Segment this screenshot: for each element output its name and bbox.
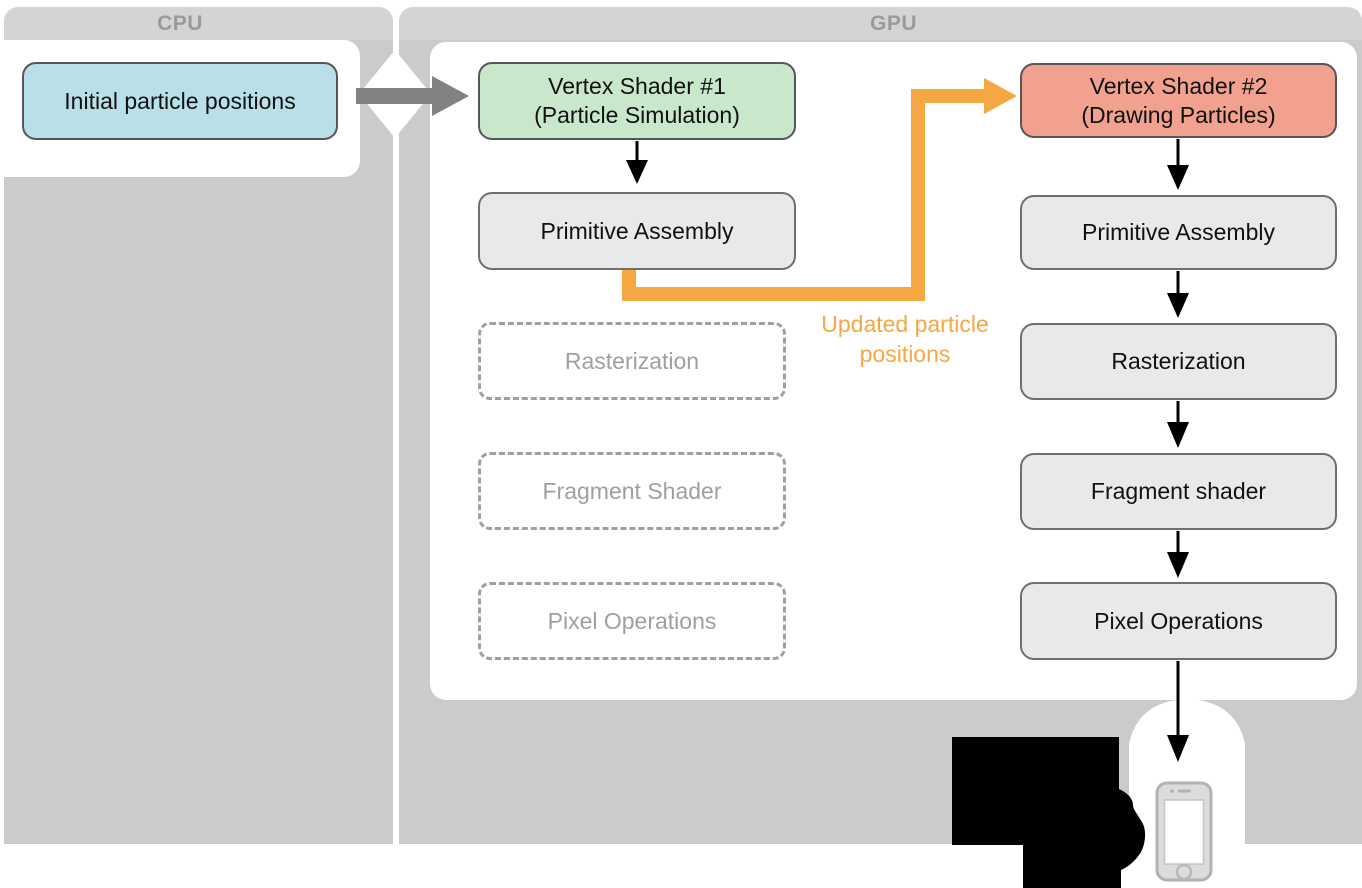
vertex-shader-1-box: Vertex Shader #1 (Particle Simulation) bbox=[478, 62, 796, 140]
rasterization-2-box: Rasterization bbox=[1020, 323, 1337, 400]
fragment-shader-2-box: Fragment shader bbox=[1020, 453, 1337, 530]
initial-particle-positions-label: Initial particle positions bbox=[64, 87, 296, 114]
rasterization-2-label: Rasterization bbox=[1111, 348, 1246, 374]
pixel-operations-1-label: Pixel Operations bbox=[547, 607, 717, 634]
primitive-assembly-2-label: Primitive Assembly bbox=[1082, 219, 1275, 245]
initial-particle-positions-box: Initial particle positions bbox=[22, 62, 338, 140]
primitive-assembly-1-box: Primitive Assembly bbox=[478, 192, 796, 270]
cpu-region-header bbox=[4, 7, 393, 40]
primitive-assembly-1-label: Primitive Assembly bbox=[540, 217, 734, 244]
fragment-shader-1-label: Fragment Shader bbox=[542, 477, 722, 504]
vertex-shader-2-title: Vertex Shader #2 bbox=[1089, 72, 1268, 99]
pixel-operations-2-box: Pixel Operations bbox=[1020, 582, 1337, 660]
gpu-region-header bbox=[399, 7, 1362, 40]
vertex-shader-1-subtitle: (Particle Simulation) bbox=[534, 102, 740, 128]
rasterization-1-label: Rasterization bbox=[564, 347, 700, 374]
vertex-shader-2-subtitle: (Drawing Particles) bbox=[1081, 101, 1276, 128]
fragment-shader-2-label: Fragment shader bbox=[1090, 478, 1267, 504]
vertex-shader-2-box: Vertex Shader #2 (Drawing Particles) bbox=[1020, 63, 1337, 138]
pixel-operations-2-label: Pixel Operations bbox=[1094, 607, 1263, 634]
rasterization-1-box-disabled: Rasterization bbox=[478, 322, 786, 400]
gpu-region-title: GPU bbox=[869, 11, 917, 35]
pixel-operations-1-box-disabled: Pixel Operations bbox=[478, 582, 786, 660]
vertex-shader-1-title: Vertex Shader #1 bbox=[548, 73, 726, 99]
cpu-region-title: CPU bbox=[157, 11, 203, 35]
annotation-line-1: Updated particle bbox=[821, 311, 989, 337]
annotation-line-2: positions bbox=[859, 341, 951, 367]
fragment-shader-1-box-disabled: Fragment Shader bbox=[478, 452, 786, 530]
primitive-assembly-2-box: Primitive Assembly bbox=[1020, 195, 1337, 270]
updated-particle-positions-annotation: Updated particle positions bbox=[790, 309, 1020, 369]
